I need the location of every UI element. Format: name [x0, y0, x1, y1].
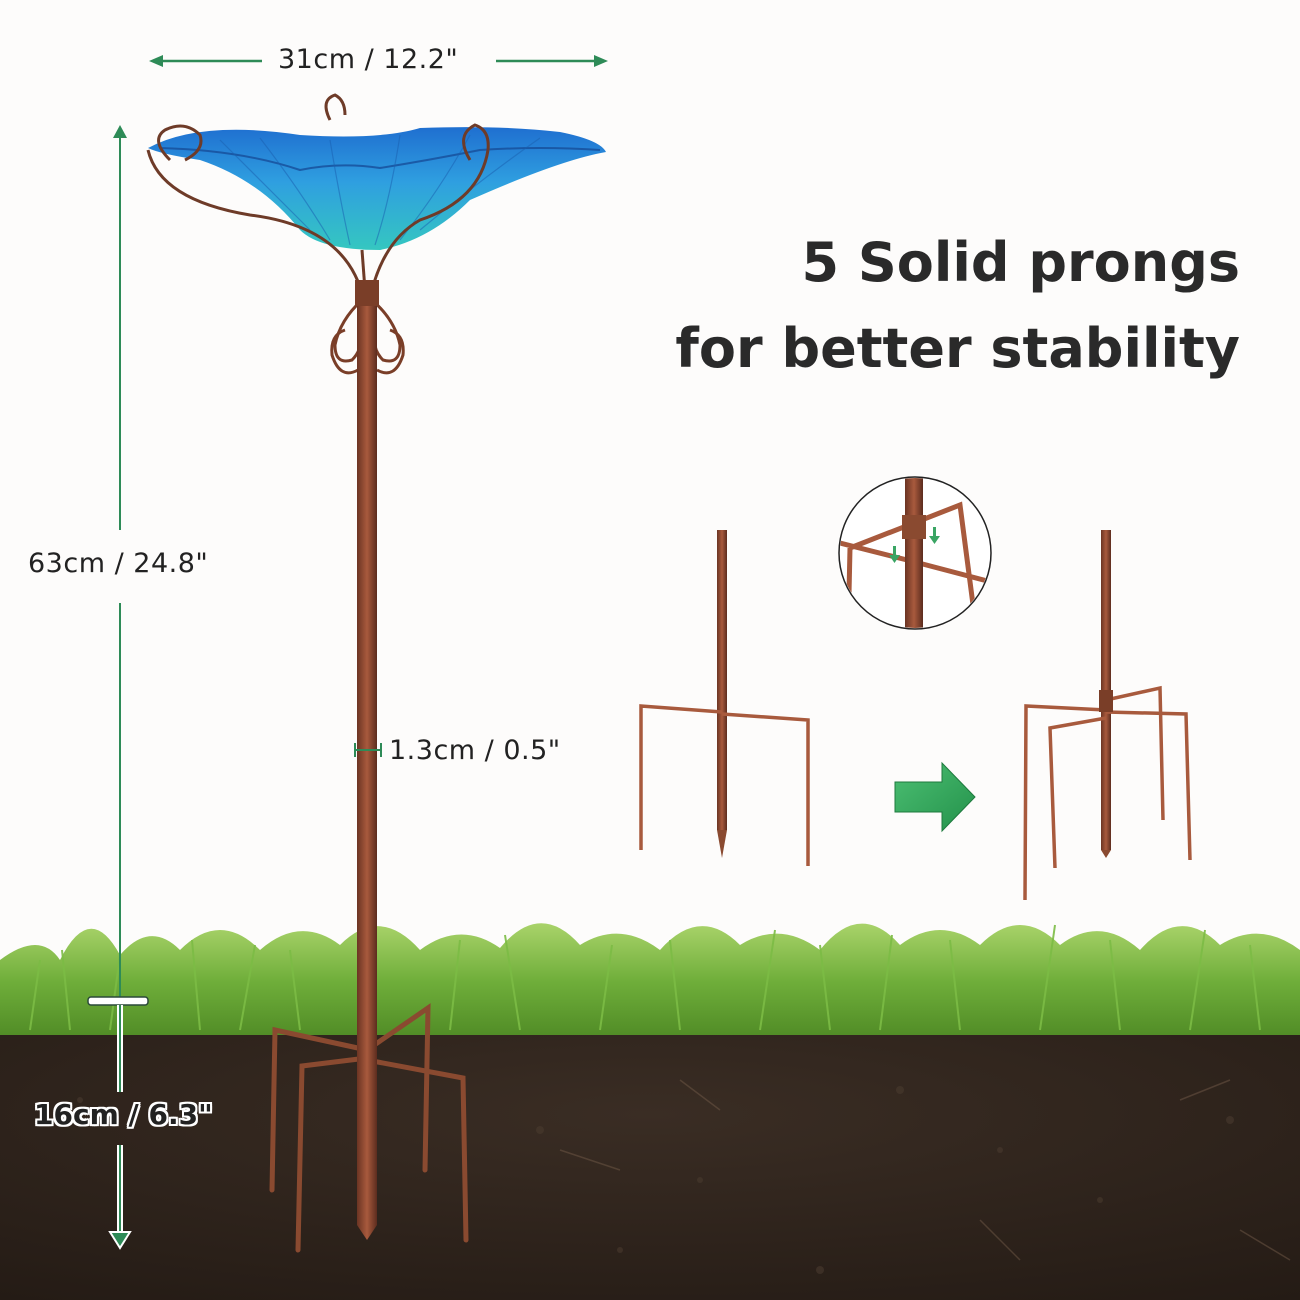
height-label: 63cm / 24.8" — [28, 548, 209, 579]
bird-bath-product — [146, 93, 606, 1253]
connector-detail-callout — [838, 476, 992, 630]
four-prong-stake-illustration — [639, 530, 810, 866]
grass — [0, 923, 1300, 1040]
transform-arrow-icon — [894, 761, 976, 833]
headline-line-1: 5 Solid prongs — [801, 231, 1240, 294]
bird-bath-bowl — [148, 127, 606, 250]
bird-bath-pole — [357, 280, 377, 1050]
soil — [0, 1035, 1300, 1300]
depth-dimension-line — [87, 996, 149, 1250]
headline-line-2: for better stability — [675, 317, 1240, 380]
width-label: 31cm / 12.2" — [278, 44, 459, 75]
diameter-marker — [354, 743, 382, 757]
pole-diameter-label: 1.3cm / 0.5" — [389, 735, 561, 766]
ground-stake-prongs — [269, 1003, 469, 1253]
ground-depth-label: 16cm / 6.3" — [34, 1098, 213, 1131]
width-dimension-line — [149, 55, 608, 67]
height-dimension-line — [113, 125, 127, 1000]
five-prong-stake-illustration — [1023, 530, 1192, 901]
